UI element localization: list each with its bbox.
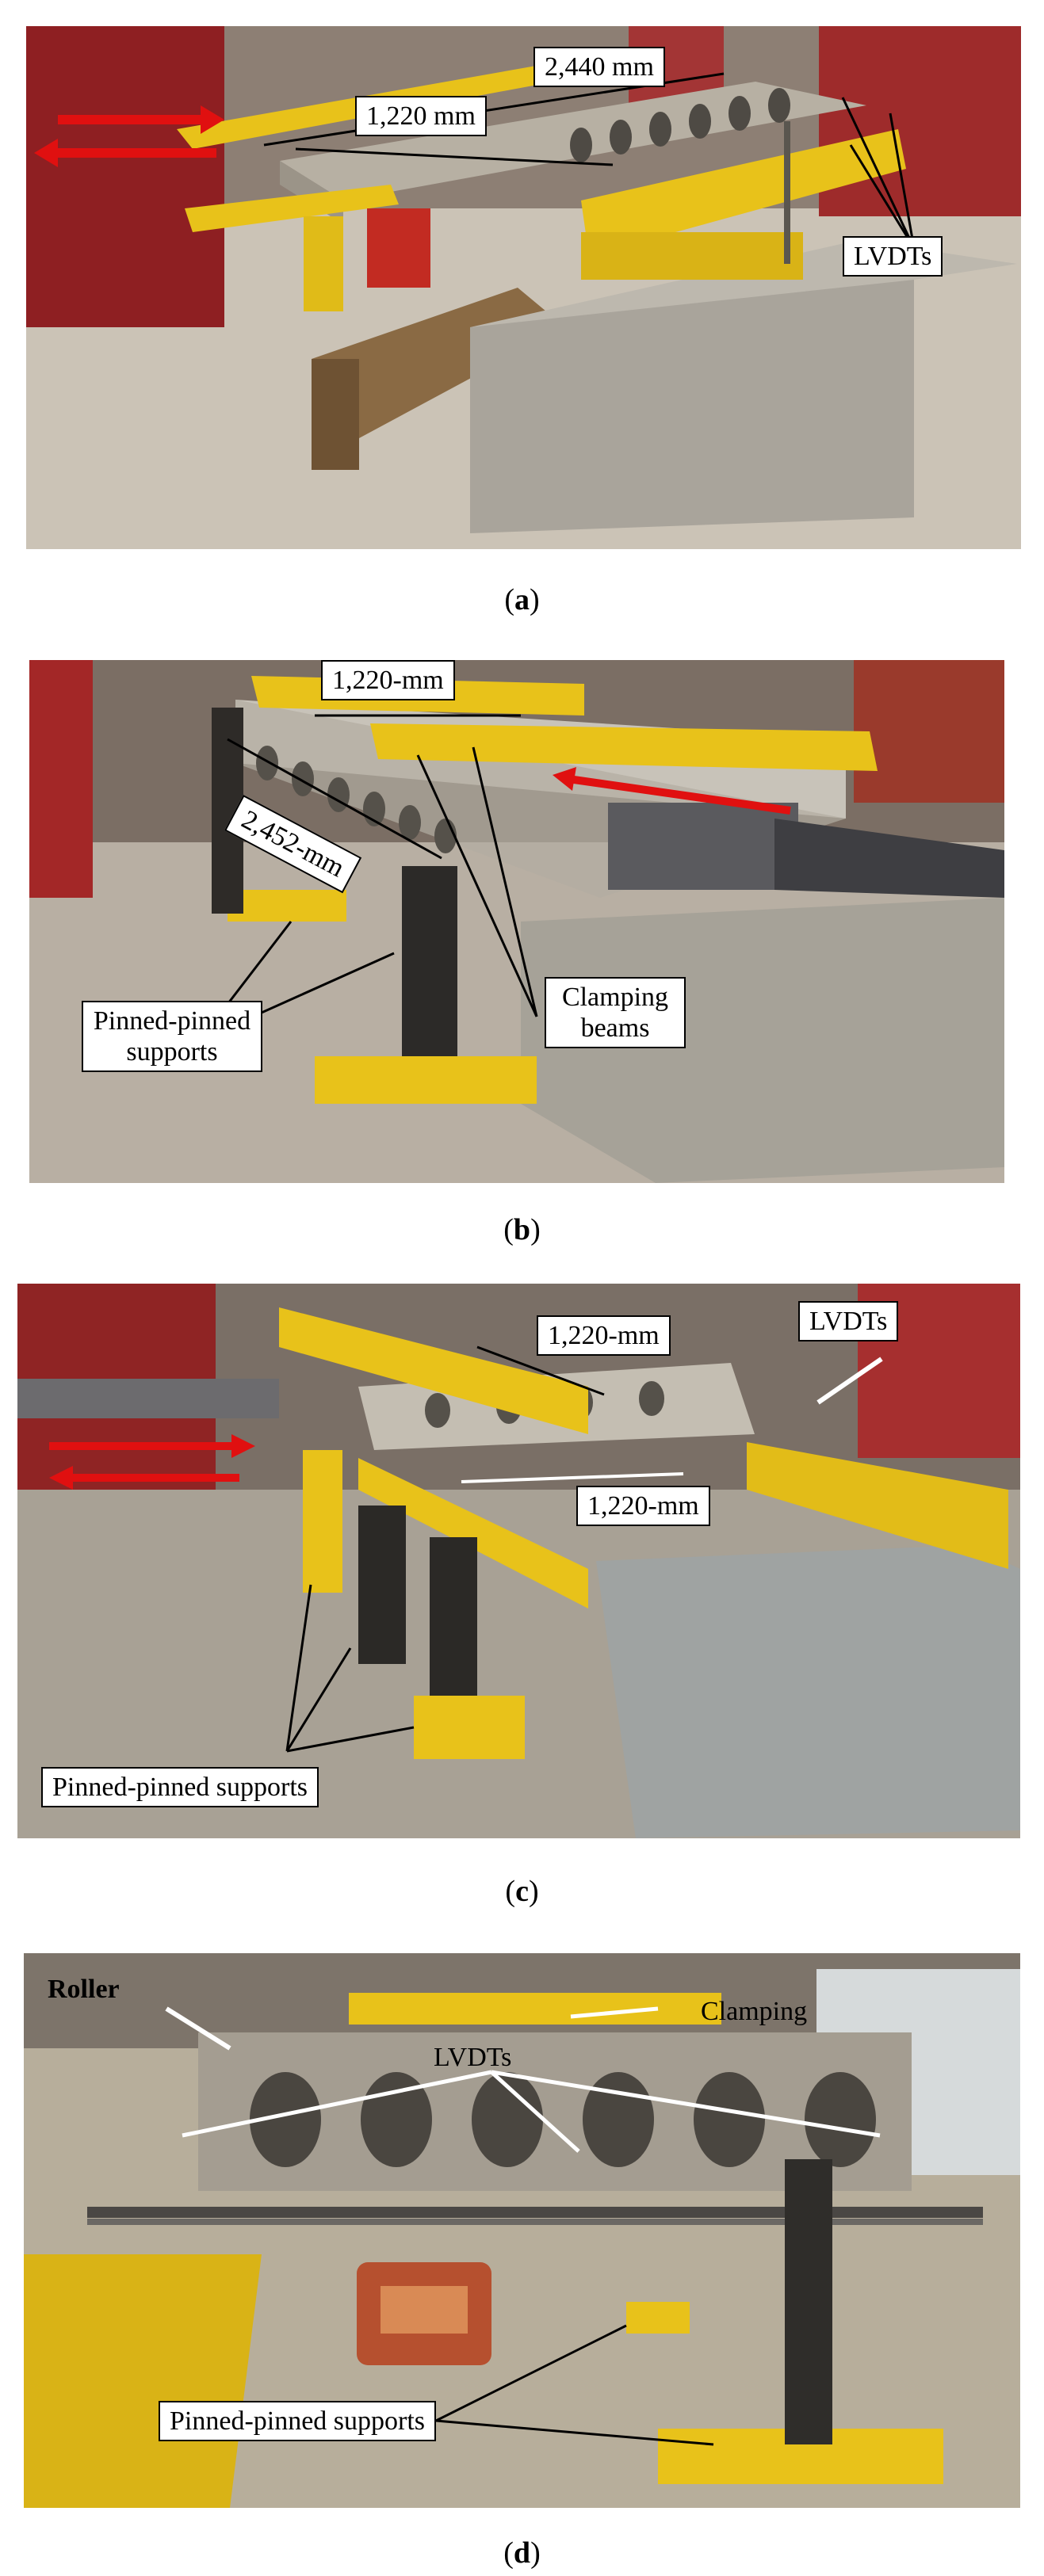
- caption-b: (b): [503, 1213, 541, 1246]
- dimension-label-1220: 1,220 mm: [355, 96, 487, 137]
- lvdts-label: LVDTs: [434, 2043, 512, 2072]
- test-setup-photo-c: [17, 1284, 1020, 1838]
- pinned-supports-label: Pinned-pinned supports: [41, 1767, 319, 1808]
- test-setup-photo-a: [26, 26, 1021, 549]
- caption-c: (c): [505, 1875, 539, 1908]
- photo-panel-c: 1,220-mm 1,220-mm LVDTs Pinned-pinned su…: [17, 1284, 1020, 1838]
- lvdts-label: LVDTs: [798, 1301, 899, 1342]
- photo-panel-a: 2,440 mm 1,220 mm LVDTs: [26, 26, 1021, 549]
- pinned-supports-label: Pinned-pinned supports: [159, 2401, 437, 2442]
- dimension-label-2440: 2,440 mm: [533, 47, 665, 88]
- lvdts-label: LVDTs: [843, 236, 943, 277]
- clamping-label: Clamping: [701, 1997, 808, 2026]
- dimension-label-1220-mid: 1,220-mm: [576, 1486, 710, 1527]
- photo-panel-d: Roller Clamping LVDTs Pinned-pinned supp…: [24, 1953, 1020, 2508]
- dimension-label-1220-top: 1,220-mm: [537, 1315, 671, 1357]
- test-setup-photo-d: [24, 1953, 1020, 2508]
- caption-a: (a): [504, 583, 540, 616]
- pinned-supports-label: Pinned-pinned supports: [82, 1001, 262, 1073]
- roller-label: Roller: [48, 1975, 120, 2004]
- photo-panel-b: 1,220-mm 2,452-mm Pinned-pinned supports…: [29, 660, 1004, 1183]
- dimension-label-1220: 1,220-mm: [321, 660, 455, 701]
- clamping-beams-label: Clamping beams: [545, 977, 686, 1049]
- test-setup-photo-b: [29, 660, 1004, 1183]
- caption-d: (d): [503, 2536, 541, 2570]
